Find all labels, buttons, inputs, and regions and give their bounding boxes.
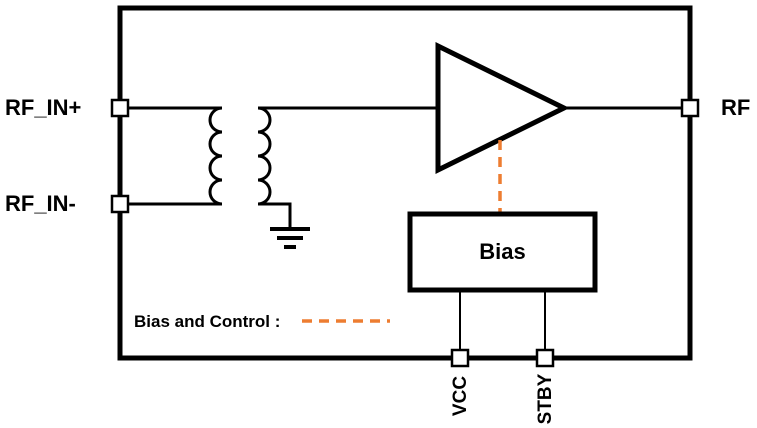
pin-rf-in-plus (110, 98, 130, 118)
stby-label: STBY (535, 373, 556, 425)
rf-in-minus-label: RF_IN- (5, 191, 76, 216)
package-outline (117, 5, 693, 361)
rf-out-label: RF (721, 95, 751, 120)
transformer-primary-coil (208, 106, 223, 206)
ground-icon (270, 227, 310, 249)
bias-box (407, 211, 598, 293)
amplifier-triangle (435, 41, 570, 175)
pin-rf-in-minus (110, 194, 130, 214)
legend-label: Bias and Control : (134, 312, 281, 331)
bias-label: Bias (479, 239, 526, 264)
rf-in-plus-label: RF_IN+ (5, 95, 82, 120)
pin-stby (535, 348, 555, 368)
pin-rf-out (680, 98, 700, 118)
vcc-label: VCC (450, 375, 471, 417)
pin-vcc (450, 348, 470, 368)
transformer-secondary-coil (257, 106, 272, 206)
ground-wire (258, 202, 292, 228)
